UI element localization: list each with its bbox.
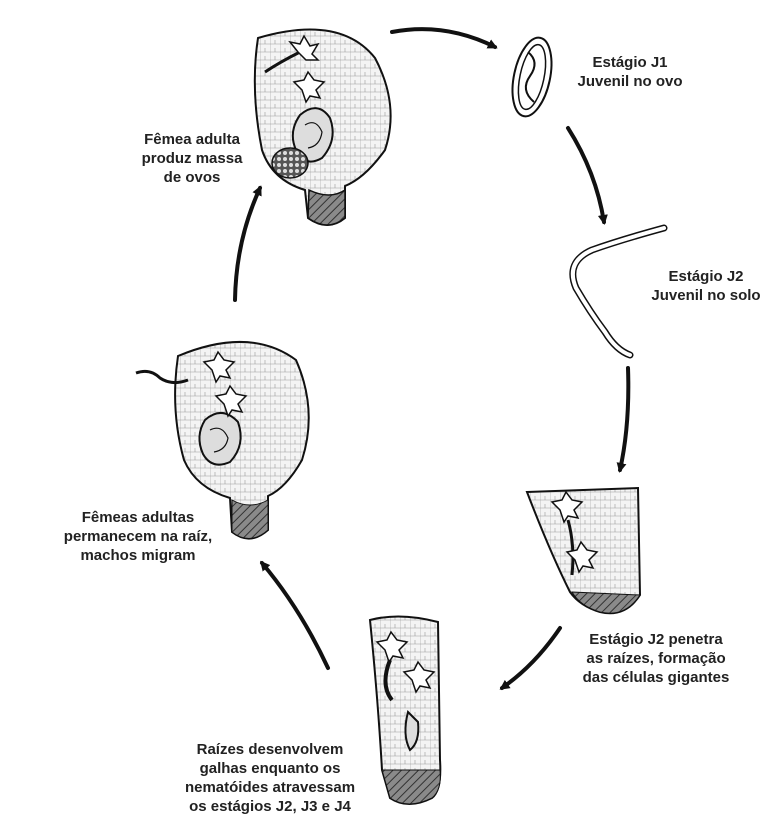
stage-label-galls: Raízes desenvolvem galhas enquanto os ne…: [150, 740, 390, 816]
label-line: permanecem na raíz,: [40, 527, 236, 546]
label-line: Estágio J1: [560, 53, 700, 72]
label-line: Juvenil no solo: [640, 286, 772, 305]
label-line: Estágio J2: [640, 267, 772, 286]
root-tip-penetration-illustration: [527, 488, 640, 613]
arrow-females-to-eggs: [235, 188, 260, 300]
label-line: machos migram: [40, 546, 236, 565]
label-line: de ovos: [122, 168, 262, 187]
arrow-eggs-to-j1: [392, 29, 495, 47]
stage-label-female-eggs: Fêmea adulta produz massa de ovos: [122, 130, 262, 187]
label-line: das células gigantes: [558, 668, 754, 687]
arrow-penetration-to-galls: [502, 628, 560, 688]
label-line: nematóides atravessam: [150, 778, 390, 797]
label-line: galhas enquanto os: [150, 759, 390, 778]
label-line: produz massa: [122, 149, 262, 168]
label-line: as raízes, formação: [558, 649, 754, 668]
label-line: Fêmea adulta: [122, 130, 262, 149]
root-female-egg-mass-illustration: [255, 30, 391, 225]
stage-label-females-remain: Fêmeas adultas permanecem na raíz, macho…: [40, 508, 236, 565]
egg-j1-illustration: [506, 34, 558, 120]
arrow-j1-to-j2: [568, 128, 604, 222]
label-line: os estágios J2, J3 e J4: [150, 797, 390, 816]
stage-label-j2-penetrates: Estágio J2 penetra as raízes, formação d…: [558, 630, 754, 687]
stage-label-j2-soil: Estágio J2 Juvenil no solo: [640, 267, 772, 305]
label-line: Fêmeas adultas: [40, 508, 236, 527]
stage-label-j1: Estágio J1 Juvenil no ovo: [560, 53, 700, 91]
label-line: Juvenil no ovo: [560, 72, 700, 91]
arrow-j2-to-penetration: [620, 368, 628, 470]
arrow-galls-to-females: [262, 563, 328, 668]
label-line: Estágio J2 penetra: [558, 630, 754, 649]
label-line: Raízes desenvolvem: [150, 740, 390, 759]
